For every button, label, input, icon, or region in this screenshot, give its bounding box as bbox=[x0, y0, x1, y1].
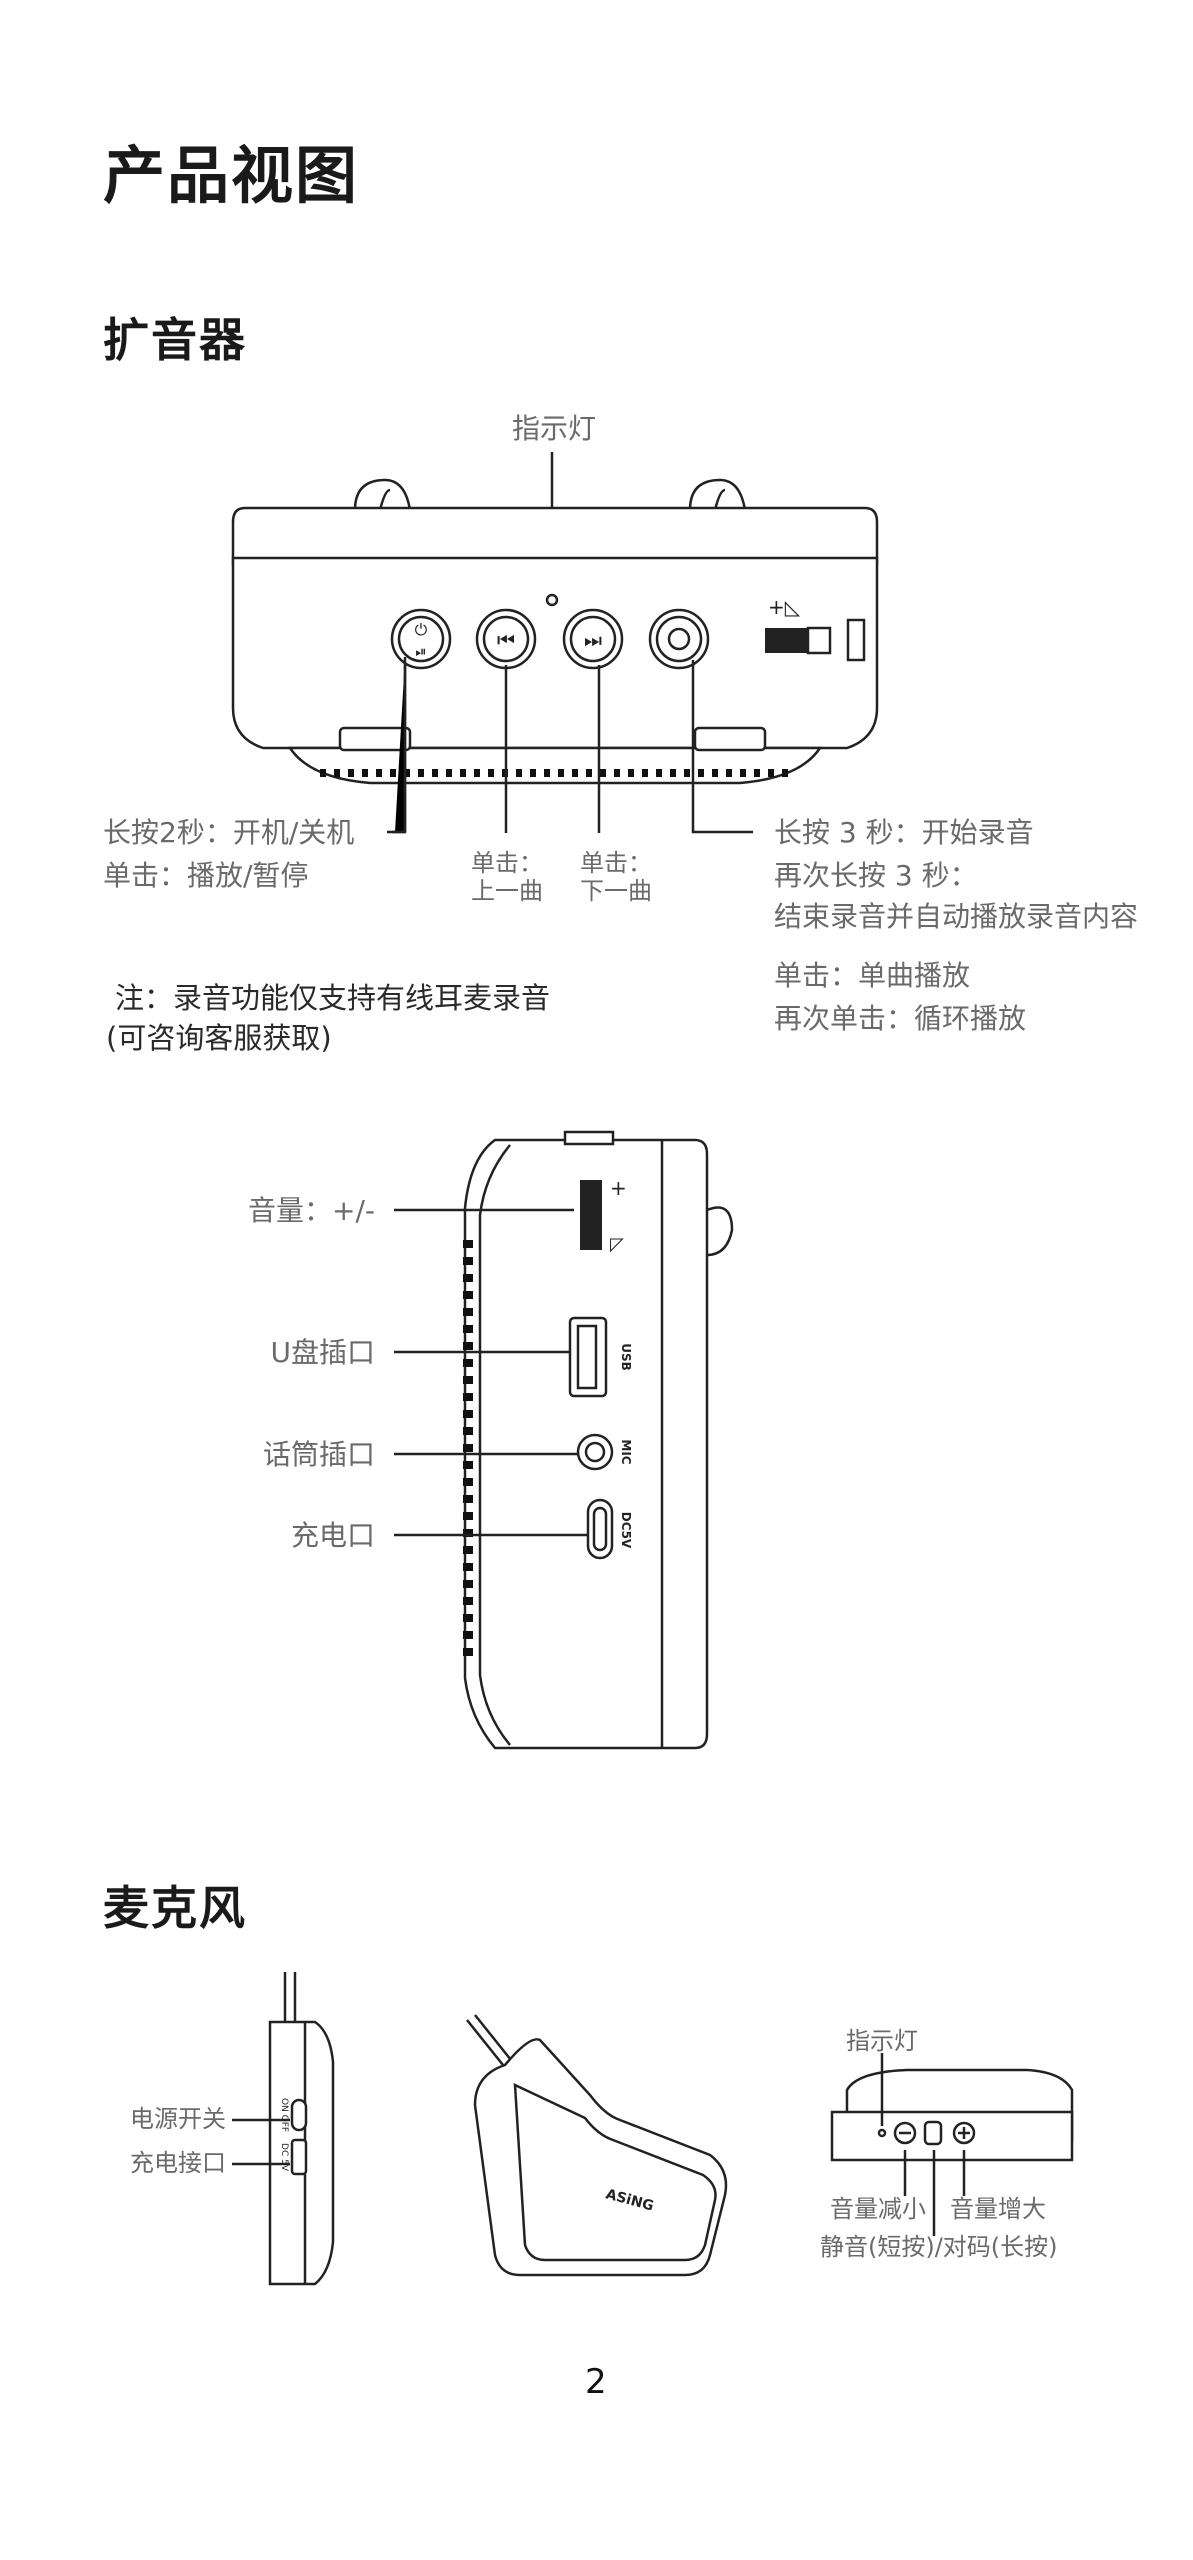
record-desc-4: 单击：单曲播放 bbox=[774, 959, 971, 992]
next-desc-2: 下一曲 bbox=[580, 877, 652, 905]
power-play-button: ⏻ ⏯ bbox=[390, 608, 452, 670]
svg-text:⏮: ⏮ bbox=[497, 628, 515, 652]
svg-text:+◺: +◺ bbox=[768, 595, 801, 619]
svg-text:+: + bbox=[610, 1176, 627, 1200]
next-desc-1: 单击： bbox=[580, 849, 652, 877]
mic-charge-port-label: 充电接口 bbox=[130, 2149, 226, 2177]
next-track-button: ⏭ bbox=[562, 608, 624, 670]
power-button-desc-2: 单击：播放/暂停 bbox=[103, 859, 309, 892]
svg-text:ON OFF: ON OFF bbox=[279, 2098, 289, 2132]
mic-volume-down-button bbox=[893, 2121, 917, 2145]
note-line-2: (可咨询客服获取) bbox=[106, 1021, 332, 1055]
record-desc-5: 再次单击：循环播放 bbox=[774, 1002, 1027, 1035]
microphone-heading: 麦克风 bbox=[103, 1881, 247, 1935]
mic-jack bbox=[576, 1433, 614, 1471]
speaker-heading: 扩音器 bbox=[103, 313, 247, 367]
record-desc-1: 长按 3 秒：开始录音 bbox=[774, 816, 1034, 849]
volume-wheel: +◺ bbox=[765, 595, 832, 655]
microphone-drawings: ON OFF DC 5V ASiNG bbox=[232, 1972, 1074, 2286]
indicator-label: 指示灯 bbox=[512, 412, 597, 445]
svg-text:⏭: ⏭ bbox=[584, 628, 602, 652]
svg-text:⏯: ⏯ bbox=[415, 644, 426, 660]
page-number: 2 bbox=[585, 2362, 607, 2402]
mic-indicator-label: 指示灯 bbox=[846, 2027, 918, 2055]
page-title: 产品视图 bbox=[103, 139, 360, 212]
svg-text:⏻: ⏻ bbox=[415, 620, 428, 639]
previous-track-button: ⏮ bbox=[475, 608, 537, 670]
charge-port-label: 充电口 bbox=[290, 1519, 375, 1552]
volume-wheel-side: +◸ bbox=[580, 1176, 627, 1255]
mic-jack-label: 话筒插口 bbox=[262, 1438, 375, 1471]
speaker-side-drawing: +◸ USB MIC DC5V bbox=[394, 1130, 734, 1750]
prev-desc-2: 上一曲 bbox=[471, 877, 543, 905]
speaker-front-drawing: ⏻ ⏯ ⏮ ⏭ +◺ bbox=[231, 452, 879, 834]
record-desc-2: 再次长按 3 秒： bbox=[774, 859, 978, 892]
volume-down-label: 音量减小 bbox=[830, 2195, 926, 2223]
mic-volume-up-button bbox=[952, 2121, 976, 2145]
prev-desc-1: 单击： bbox=[471, 849, 543, 877]
svg-text:DC 5V: DC 5V bbox=[279, 2143, 289, 2172]
dc-port bbox=[586, 1498, 614, 1560]
note-line-1: 注：录音功能仅支持有线耳麦录音 bbox=[115, 981, 551, 1015]
volume-label: 音量：+/- bbox=[248, 1194, 375, 1227]
volume-up-label: 音量增大 bbox=[950, 2195, 1046, 2223]
svg-text:DC5V: DC5V bbox=[619, 1512, 633, 1549]
svg-text:◸: ◸ bbox=[610, 1234, 624, 1255]
usb-port bbox=[568, 1316, 608, 1398]
mute-pair-label: 静音(短按)/对码(长按) bbox=[820, 2233, 1058, 2261]
usb-label: U盘插口 bbox=[270, 1336, 376, 1369]
svg-text:MIC: MIC bbox=[619, 1439, 633, 1464]
record-desc-3: 结束录音并自动播放录音内容 bbox=[774, 900, 1139, 933]
record-button bbox=[648, 608, 710, 670]
svg-text:USB: USB bbox=[619, 1343, 633, 1371]
power-switch-label: 电源开关 bbox=[130, 2105, 226, 2133]
mic-mute-button bbox=[923, 2120, 943, 2146]
power-button-desc-1: 长按2秒：开机/关机 bbox=[103, 816, 355, 849]
